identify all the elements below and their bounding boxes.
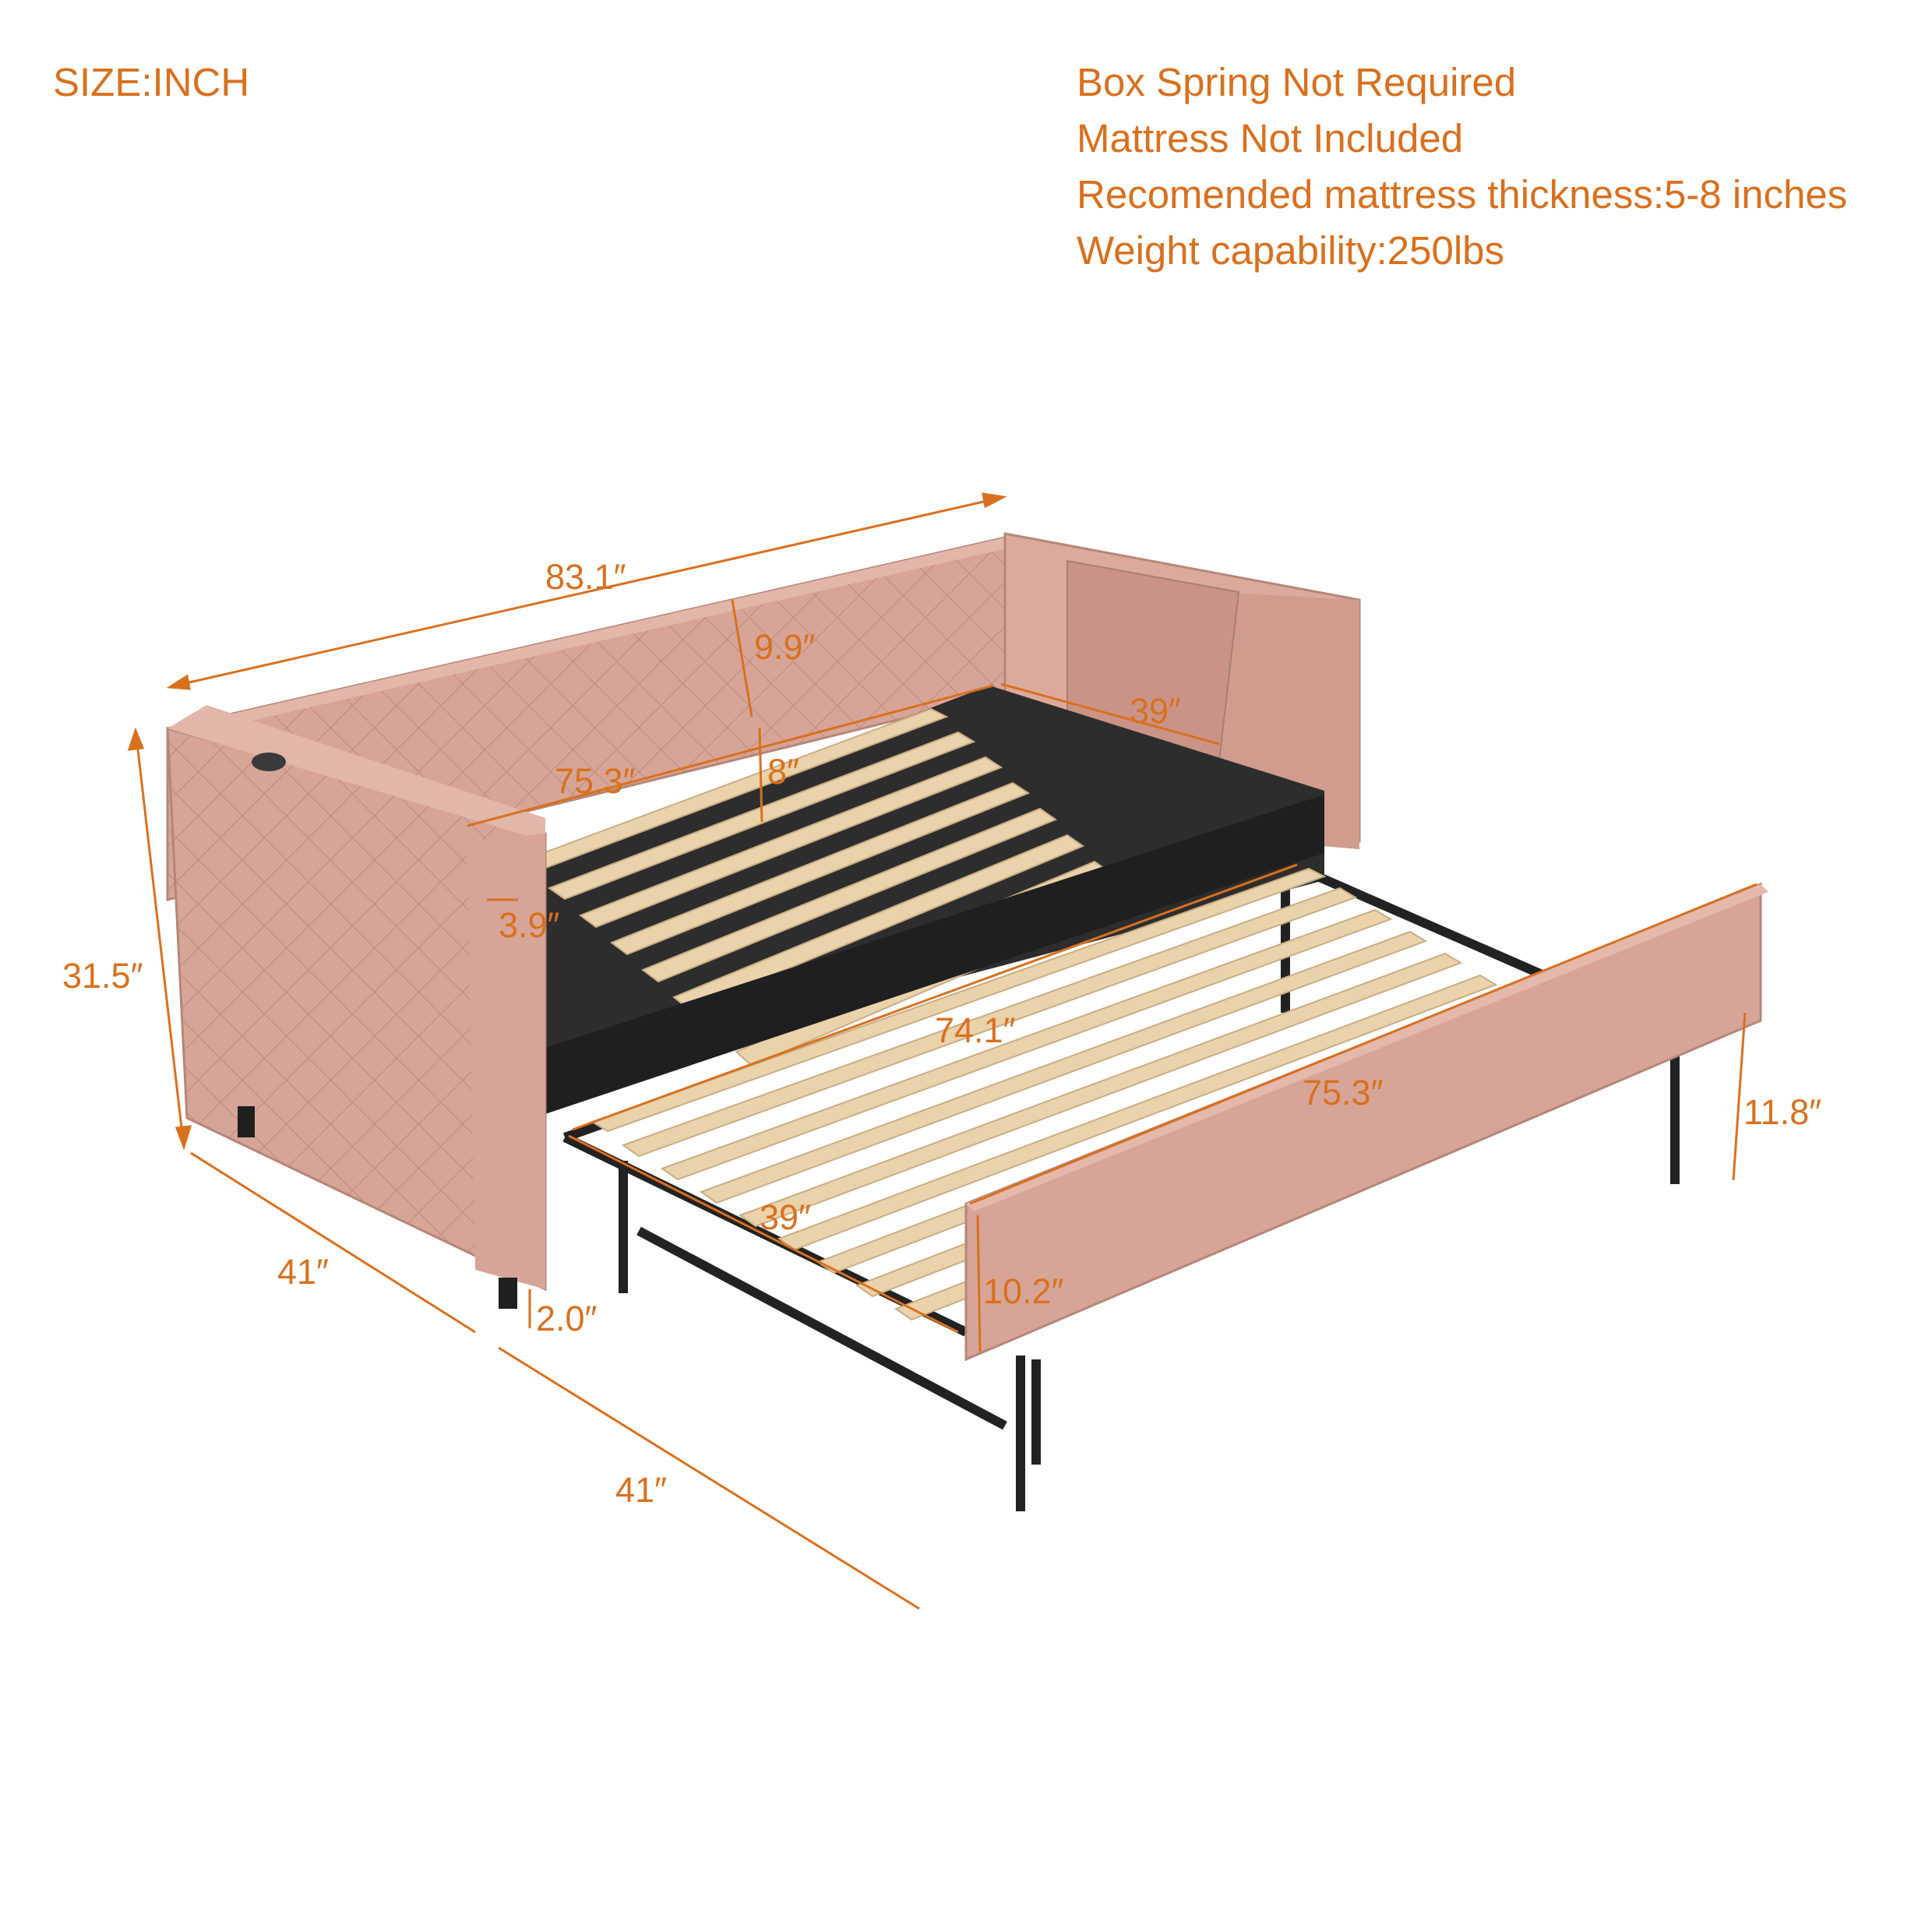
dim-inner-depth: 8″ [767, 752, 799, 791]
dim-leg-height: 2.0″ [536, 1299, 598, 1338]
dim-backrest-height: 9.9″ [754, 627, 816, 667]
dim-trundle-width: 39″ [760, 1197, 811, 1237]
dim-overall-length: 83.1″ [545, 557, 626, 597]
dimension-lines [127, 492, 1757, 1610]
spec-weight-capability: Weight capability:250lbs [1077, 228, 1505, 273]
dim-trundle-slat-length: 74.1″ [935, 1010, 1016, 1050]
dim-trundle-height: 11.8″ [1743, 1092, 1822, 1132]
spec-box-spring: Box Spring Not Required [1077, 60, 1517, 104]
size-unit-label: SIZE:INCH [53, 60, 250, 104]
dim-main-depth: 41″ [277, 1252, 329, 1292]
dim-main-inner-length: 75.3″ [555, 761, 636, 801]
main-frame [499, 686, 1324, 1114]
left-armrest [166, 705, 547, 1309]
dim-trundle-depth: 41″ [615, 1470, 667, 1510]
dim-armrest-thickness: 3.9″ [499, 905, 560, 945]
dim-armrest-inner-width: 39″ [1130, 691, 1181, 731]
spec-mattress-thickness: Recomended mattress thickness:5-8 inches [1077, 172, 1848, 217]
dim-overall-height: 31.5″ [62, 956, 143, 996]
trundle [562, 867, 1768, 1511]
spec-mattress-included: Mattress Not Included [1077, 116, 1464, 160]
dim-trundle-length: 75.3″ [1303, 1073, 1384, 1112]
dim-trundle-panel-height: 10.2″ [983, 1271, 1064, 1311]
